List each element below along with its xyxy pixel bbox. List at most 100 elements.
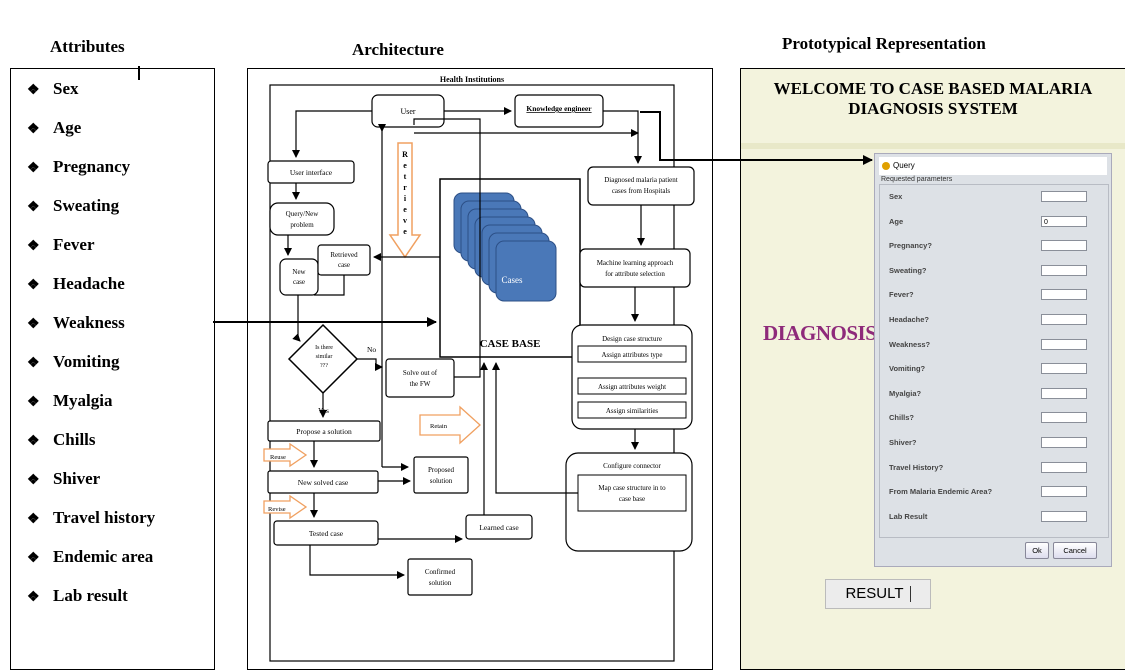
parameter-input[interactable] xyxy=(1041,412,1087,424)
parameter-input[interactable] xyxy=(1041,289,1087,301)
cases-label: Cases xyxy=(502,275,523,285)
attribute-item: ❖Travel history xyxy=(27,508,155,528)
similar-label-2: similar xyxy=(316,354,333,360)
parameter-label: Age xyxy=(889,216,904,226)
attribute-item: ❖ Sex xyxy=(27,79,79,99)
parameter-input[interactable] xyxy=(1041,510,1087,522)
attribute-item: ❖Sweating xyxy=(27,196,119,216)
parameter-input[interactable] xyxy=(1041,191,1087,202)
configure-connector-label: Configure connector xyxy=(603,462,661,470)
propose-solution-label: Propose a solution xyxy=(296,427,352,436)
attribute-label: Sex xyxy=(53,79,79,98)
retrieve-arrow xyxy=(388,142,422,259)
parameter-label: Sex xyxy=(889,192,903,201)
query-icon xyxy=(882,161,890,170)
welcome-line-2: DIAGNOSIS SYSTEM xyxy=(848,99,1018,118)
attribute-label: Headache xyxy=(53,274,125,293)
parameter-input[interactable] xyxy=(1041,363,1087,375)
user-interface-box xyxy=(267,160,355,184)
diagnosed-cases-box xyxy=(587,166,695,206)
ok-button[interactable]: Ok xyxy=(1025,542,1049,559)
welcome-line-1: WELCOME TO CASE BASED MALARIA xyxy=(773,79,1093,98)
parameter-input[interactable] xyxy=(1041,387,1087,399)
prototype-panel: WELCOME TO CASE BASED MALARIA DIAGNOSIS … xyxy=(740,68,1125,670)
user-label: User xyxy=(400,107,415,116)
welcome-banner: WELCOME TO CASE BASED MALARIA DIAGNOSIS … xyxy=(741,69,1125,143)
user-interface-label: User interface xyxy=(290,168,333,177)
parameters-group xyxy=(879,184,1109,538)
diamond-bullet-icon: ❖ xyxy=(27,278,40,293)
diamond-bullet-icon: ❖ xyxy=(27,590,40,605)
diamond-bullet-icon: ❖ xyxy=(27,239,40,254)
parameter-input[interactable] xyxy=(1041,437,1087,448)
reuse-arrow xyxy=(263,442,308,468)
parameter-input[interactable] xyxy=(1041,461,1087,473)
assign-type-label: Assign attributes type xyxy=(601,351,662,359)
parameter-input[interactable]: 0 xyxy=(1041,215,1087,227)
attribute-label: Vomiting xyxy=(53,352,120,371)
revise-label: Revise xyxy=(268,506,286,513)
attribute-item: ❖Vomiting xyxy=(27,352,119,372)
prototype-heading: Prototypical Representation xyxy=(782,34,986,53)
knowledge-engineer-label: Knowledge engineer xyxy=(526,104,592,113)
attribute-item: ❖Age xyxy=(27,118,81,138)
tested-case-label: Tested case xyxy=(309,529,344,538)
result-button[interactable]: RESULT xyxy=(825,579,931,609)
retain-arrow xyxy=(419,405,481,445)
attribute-label: Weakness xyxy=(53,313,125,332)
diamond-bullet-icon: ❖ xyxy=(27,512,40,527)
solve-out-label-1: Solve out of xyxy=(403,369,438,377)
parameter-input[interactable] xyxy=(1041,264,1087,276)
parameter-input[interactable] xyxy=(1041,240,1087,252)
diamond-bullet-icon: ❖ xyxy=(27,473,40,488)
parameter-input[interactable] xyxy=(1041,486,1087,498)
attribute-label: Endemic area xyxy=(53,547,154,566)
attribute-item: ❖Endemic area xyxy=(27,547,153,567)
attribute-label: Myalgia xyxy=(53,391,113,410)
text-cursor xyxy=(909,586,911,603)
attribute-label: Fever xyxy=(53,235,95,254)
diagnosis-label: DIAGNOSIS xyxy=(763,321,877,345)
proposed-solution-label-2: solution xyxy=(430,477,453,485)
assign-weight-box xyxy=(577,377,687,395)
retrieved-case-box xyxy=(317,244,371,276)
attribute-label: Chills xyxy=(53,430,96,449)
parameter-label: Pregnancy? xyxy=(889,241,932,251)
diamond-bullet-icon: ❖ xyxy=(27,161,40,176)
retrieved-case-label-1: Retrieved xyxy=(330,251,358,259)
confirmed-solution-box xyxy=(407,558,473,596)
parameter-label: Shiver? xyxy=(889,438,917,447)
attribute-item: ❖ Headache xyxy=(27,274,125,294)
architecture-panel: Health Institutions User Knowledge engin… xyxy=(247,68,713,670)
retrieve-letters: Retrieve xyxy=(402,150,408,236)
parameter-label: Fever? xyxy=(889,290,914,300)
query-new-problem-box xyxy=(269,202,335,236)
diamond-bullet-icon: ❖ xyxy=(27,83,40,98)
diagnosed-label-2: cases from Hospitals xyxy=(612,187,671,195)
solve-out-label-2: the FW xyxy=(410,380,431,388)
propose-solution-box xyxy=(267,420,381,442)
attribute-item: ❖Shiver xyxy=(27,469,100,489)
query-new-problem-label-2: problem xyxy=(290,221,314,229)
case-card xyxy=(495,240,557,302)
text-cursor xyxy=(138,66,140,80)
architecture-diagram: Health Institutions User Knowledge engin… xyxy=(263,75,695,662)
proposed-solution-box xyxy=(413,456,469,494)
parameter-label: Travel History? xyxy=(889,462,944,472)
confirmed-solution-label-1: Confirmed xyxy=(425,568,456,576)
cancel-button[interactable]: Cancel xyxy=(1053,542,1097,559)
new-solved-case-box xyxy=(267,470,379,494)
parameter-input[interactable] xyxy=(1041,338,1087,350)
retrieve-letter: R xyxy=(402,150,408,159)
solve-out-box xyxy=(385,358,455,398)
retrieve-letter: e xyxy=(403,205,407,214)
similar-label-1: Is there xyxy=(315,345,333,351)
machine-learning-box xyxy=(579,248,691,288)
map-case-label-1: Map case structure in to xyxy=(598,484,666,492)
parameter-input[interactable] xyxy=(1041,314,1087,325)
parameter-label: Sweating? xyxy=(889,265,927,275)
dialog-title: Query xyxy=(893,161,915,170)
assign-type-box xyxy=(577,345,687,363)
query-new-problem-label-1: Query/New xyxy=(286,210,320,218)
